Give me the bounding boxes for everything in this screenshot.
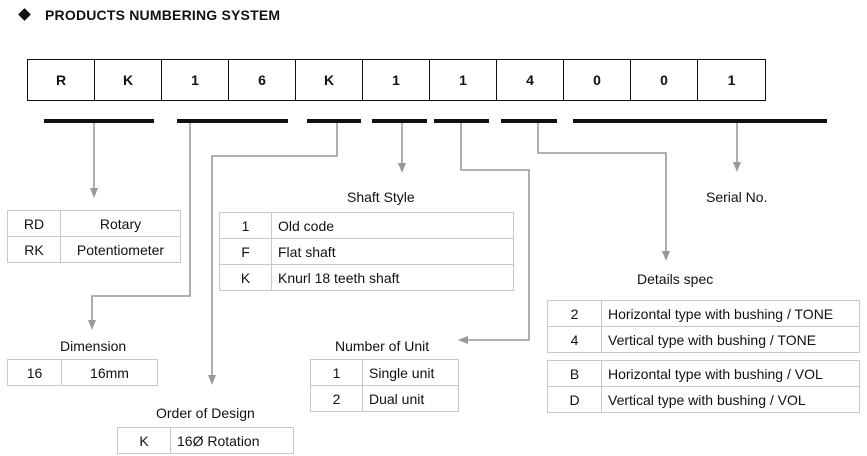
details-code: B bbox=[547, 360, 602, 387]
table-row: B Horizontal type with bushing / VOL bbox=[547, 360, 860, 387]
code-char: 0 bbox=[631, 60, 698, 100]
page-title: PRODUCTS NUMBERING SYSTEM bbox=[18, 7, 281, 23]
code-char: 1 bbox=[162, 60, 229, 100]
details-spec-table: 2 Horizontal type with bushing / TONE 4 … bbox=[547, 300, 860, 413]
table-row: 2 Dual unit bbox=[310, 385, 459, 412]
details-desc: Horizontal type with bushing / TONE bbox=[601, 300, 860, 327]
code-char: K bbox=[296, 60, 363, 100]
order-desc: 16Ø Rotation bbox=[170, 427, 294, 454]
order-code: K bbox=[117, 427, 171, 454]
code-char: K bbox=[95, 60, 162, 100]
type-desc: Rotary bbox=[60, 210, 181, 237]
details-code: 2 bbox=[547, 300, 602, 327]
details-desc: Vertical type with bushing / TONE bbox=[601, 326, 860, 353]
shaft-code: 1 bbox=[219, 212, 272, 239]
order-table: K 16Ø Rotation bbox=[117, 427, 294, 454]
code-char: 0 bbox=[564, 60, 631, 100]
dimension-label: Dimension bbox=[60, 338, 127, 354]
shaft-desc: Old code bbox=[271, 212, 514, 239]
leader-unit bbox=[458, 123, 530, 344]
table-row: K 16Ø Rotation bbox=[117, 427, 294, 454]
details-desc: Vertical type with bushing / VOL bbox=[601, 386, 860, 413]
code-char: 1 bbox=[430, 60, 497, 100]
table-row: K Knurl 18 teeth shaft bbox=[219, 264, 514, 291]
leader-order bbox=[208, 123, 338, 385]
number-of-unit-label: Number of Unit bbox=[335, 338, 430, 354]
details-code: D bbox=[547, 386, 602, 413]
table-row: 2 Horizontal type with bushing / TONE bbox=[547, 300, 860, 327]
number-of-unit-table: 1 Single unit 2 Dual unit bbox=[310, 359, 459, 412]
order-label: Order of Design bbox=[156, 405, 255, 421]
details-code: 4 bbox=[547, 326, 602, 353]
unit-desc: Dual unit bbox=[362, 385, 459, 412]
type-code: RD bbox=[7, 210, 61, 237]
table-row: 1 Old code bbox=[219, 212, 514, 239]
table-row: 1 Single unit bbox=[310, 359, 459, 386]
table-row: 16 16mm bbox=[7, 359, 158, 386]
shaft-desc: Knurl 18 teeth shaft bbox=[271, 264, 514, 291]
unit-code: 1 bbox=[310, 359, 363, 386]
code-char: 6 bbox=[229, 60, 296, 100]
serial-no-label: Serial No. bbox=[706, 189, 768, 205]
leader-dimension bbox=[88, 123, 191, 330]
shaft-style-table: 1 Old code F Flat shaft K Knurl 18 teeth… bbox=[219, 212, 514, 291]
shaft-code: F bbox=[219, 238, 272, 265]
type-table: RD Rotary RK Potentiometer bbox=[7, 210, 181, 263]
table-row: D Vertical type with bushing / VOL bbox=[547, 386, 860, 413]
table-row: F Flat shaft bbox=[219, 238, 514, 265]
shaft-code: K bbox=[219, 264, 272, 291]
leader-details bbox=[537, 123, 670, 261]
table-row: RK Potentiometer bbox=[7, 236, 181, 263]
code-char: 4 bbox=[497, 60, 564, 100]
dimension-code: 16 bbox=[7, 359, 62, 386]
shaft-style-label: Shaft Style bbox=[347, 189, 415, 205]
details-spec-label: Details spec bbox=[637, 271, 714, 287]
unit-code: 2 bbox=[310, 385, 363, 412]
type-desc: Potentiometer bbox=[60, 236, 181, 263]
table-row: 4 Vertical type with bushing / TONE bbox=[547, 326, 860, 353]
shaft-desc: Flat shaft bbox=[271, 238, 514, 265]
dimension-desc: 16mm bbox=[61, 359, 158, 386]
details-desc: Horizontal type with bushing / VOL bbox=[601, 360, 860, 387]
code-char: R bbox=[28, 60, 95, 100]
code-char: 1 bbox=[363, 60, 430, 100]
code-row: R K 1 6 K 1 1 4 0 0 1 bbox=[27, 59, 766, 101]
table-row: RD Rotary bbox=[7, 210, 181, 237]
table-gap-row bbox=[547, 352, 860, 361]
unit-desc: Single unit bbox=[362, 359, 459, 386]
type-code: RK bbox=[7, 236, 61, 263]
dimension-table: 16 16mm bbox=[7, 359, 158, 386]
code-char: 1 bbox=[727, 72, 736, 88]
title-text: PRODUCTS NUMBERING SYSTEM bbox=[45, 7, 281, 23]
